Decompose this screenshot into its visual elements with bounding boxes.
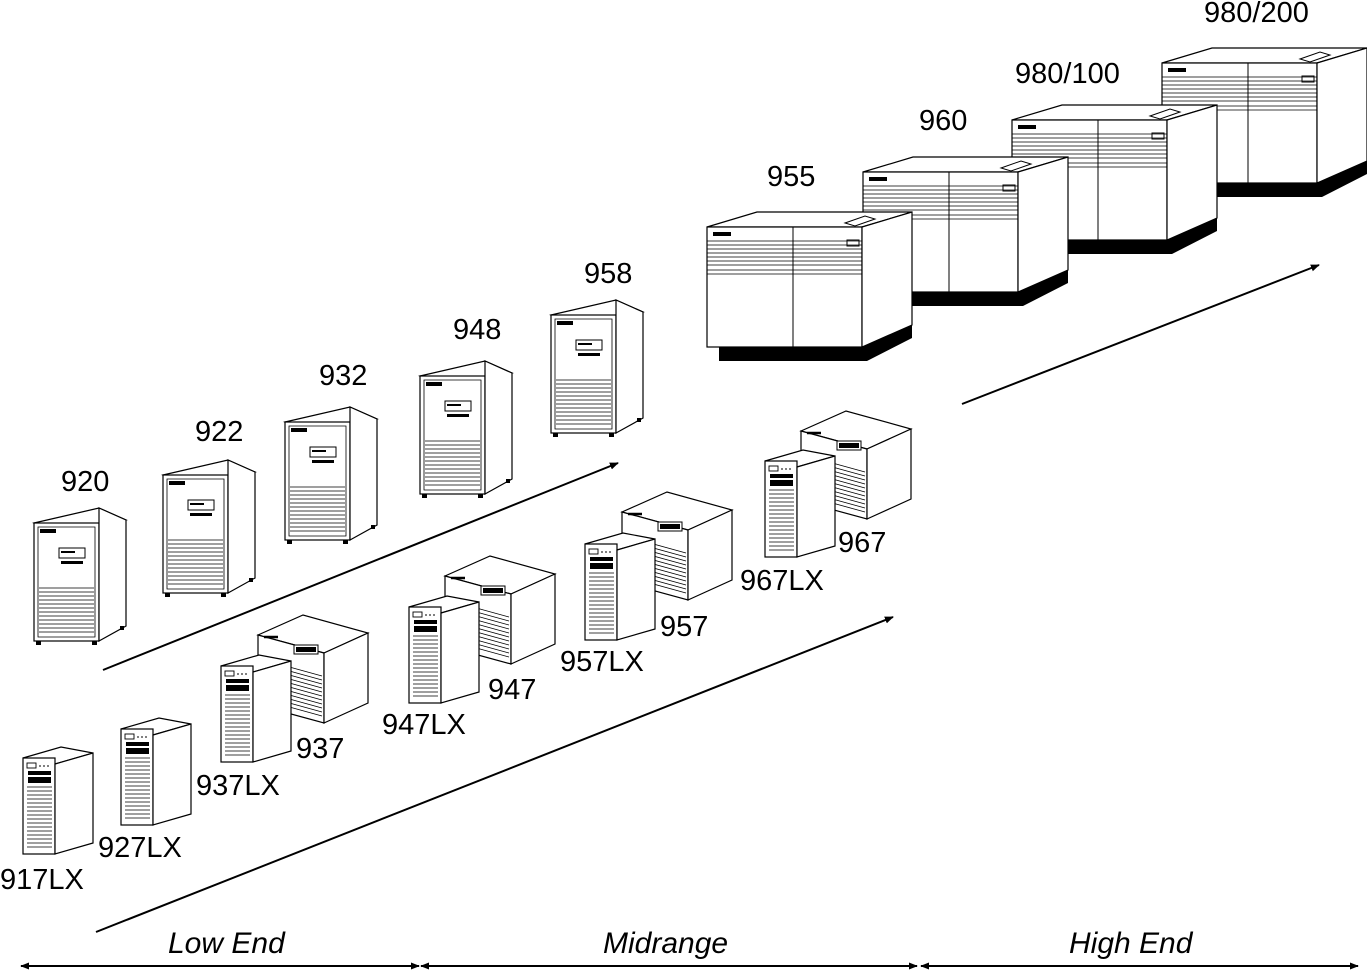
label-937lx: 937LX (196, 770, 280, 802)
label-947lx: 947LX (382, 709, 466, 741)
label-967lx: 967LX (740, 565, 824, 597)
label-958: 958 (584, 258, 632, 290)
server-947lx-graphic (408, 595, 480, 704)
segment-low-end-label: Low End (168, 927, 286, 960)
label-955: 955 (767, 161, 815, 193)
label-932: 932 (319, 360, 367, 392)
label-960: 960 (919, 105, 967, 137)
label-947: 947 (488, 674, 536, 706)
label-948: 948 (453, 314, 501, 346)
label-937: 937 (296, 733, 344, 765)
cabinet-growth-arrow (961, 264, 1320, 405)
server-927lx-graphic (120, 717, 192, 826)
server-957lx-graphic (584, 532, 656, 641)
server-922-graphic (162, 459, 256, 598)
server-955-graphic (706, 211, 913, 362)
segment-high-end-label: High End (1069, 927, 1194, 960)
server-958-graphic (550, 299, 644, 438)
label-980-100: 980/100 (1015, 58, 1120, 90)
label-957: 957 (660, 611, 708, 643)
label-967: 967 (838, 527, 886, 559)
tower-growth-arrow (102, 462, 619, 671)
segment-midrange-label: Midrange (603, 927, 728, 960)
label-922: 922 (195, 416, 243, 448)
server-937lx-graphic (220, 654, 292, 763)
server-920-graphic (33, 507, 127, 646)
server-967lx-graphic (764, 449, 836, 558)
label-957lx: 957LX (560, 646, 644, 678)
server-932-graphic (284, 406, 378, 545)
lx-growth-arrow (95, 616, 894, 933)
label-980-200: 980/200 (1204, 0, 1309, 29)
label-927lx: 927LX (98, 832, 182, 864)
label-917lx: 917LX (0, 864, 84, 896)
label-920: 920 (61, 466, 109, 498)
server-917lx-graphic (22, 746, 94, 855)
server-948-graphic (419, 360, 513, 499)
